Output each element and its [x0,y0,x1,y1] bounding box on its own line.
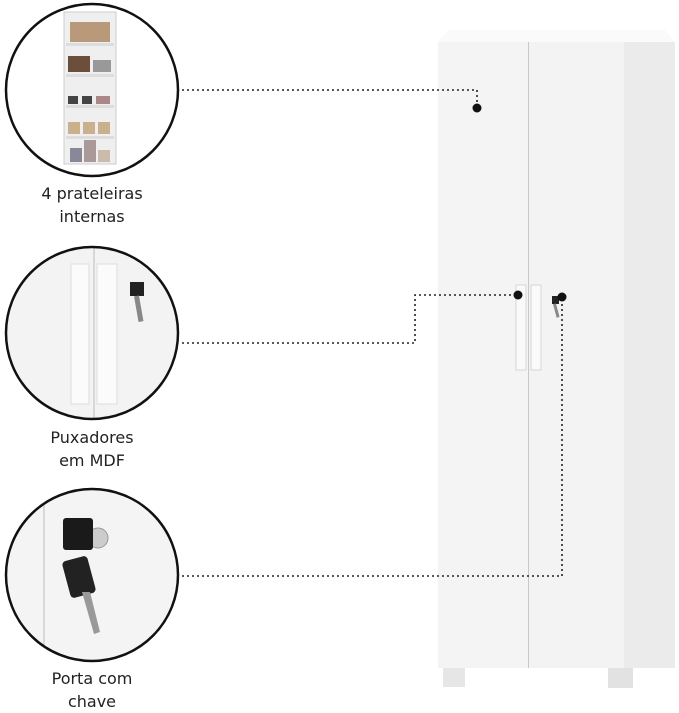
feature-label-shelves: 4 prateleiras internas [0,182,184,228]
door-left [438,42,528,668]
handles-closeup-frame [4,245,180,421]
feature-label-handles: Puxadores em MDF [0,426,184,472]
feature-label-line: internas [59,207,125,226]
marker-dot-handles [513,290,523,300]
feature-label-line: em MDF [59,451,125,470]
lock-icon [130,282,144,296]
lock-key-closeup-frame [4,487,180,663]
feature-label-line: 4 prateleiras [41,184,143,203]
lock-key-closeup-image [6,489,178,661]
door-right [529,42,624,668]
handle-right [530,284,542,371]
feature-label-line: Puxadores [50,428,134,447]
handle-left [515,284,527,371]
feature-label-line: Porta com [51,669,133,688]
marker-dot-shelves [472,103,482,113]
feature-label-lock: Porta com chave [0,667,184,713]
cabinet [438,30,675,688]
marker-dot-lock [557,292,567,302]
lock-icon [552,296,560,318]
shelves-closeup-image [6,4,178,176]
key-head-icon [63,518,93,550]
connector-lines [182,89,563,577]
feature-label-line: chave [67,692,117,711]
shelves-closeup-frame [4,2,180,178]
handles-closeup-image [6,247,178,419]
